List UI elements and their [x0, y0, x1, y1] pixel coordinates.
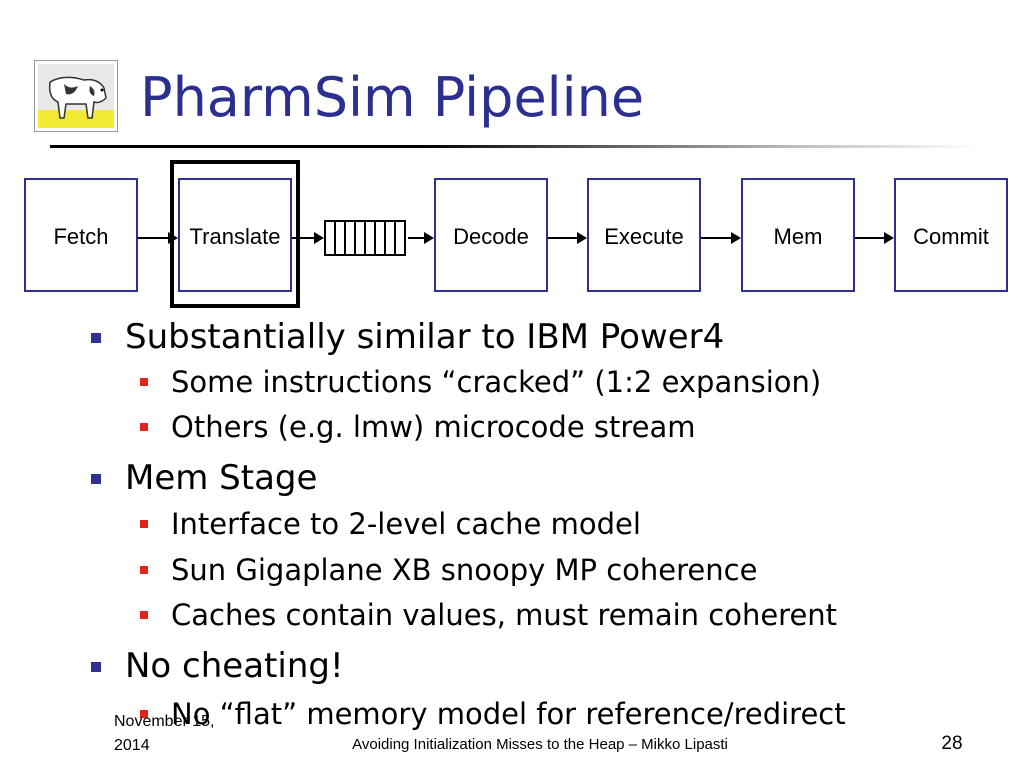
bullet-square-icon: [140, 611, 148, 619]
bullet-square-icon: [140, 520, 148, 528]
bullet-square-icon: [91, 333, 101, 343]
list-item: Sun Gigaplane XB snoopy MP coherence: [171, 553, 758, 587]
bullet-square-icon: [140, 378, 148, 386]
list-item: Mem Stage: [125, 458, 318, 498]
stage-label: Mem: [773, 224, 823, 249]
list-item: No “flat” memory model for reference/red…: [171, 697, 846, 731]
list-item: Caches contain values, must remain coher…: [171, 598, 838, 632]
bullet-square-icon: [91, 474, 101, 484]
list-item: Some instructions “cracked” (1:2 expansi…: [171, 365, 822, 399]
title-underline: [50, 145, 980, 148]
footer-title: Avoiding Initialization Misses to the He…: [352, 736, 728, 753]
page-number: 28: [941, 733, 963, 754]
page-title: PharmSim Pipeline: [140, 66, 645, 129]
stage-decode: Decode: [434, 178, 548, 292]
list-item: Interface to 2-level cache model: [171, 507, 641, 541]
bullet-square-icon: [91, 662, 101, 672]
bullet-square-icon: [140, 423, 148, 431]
instruction-queue-icon: [324, 220, 408, 256]
bullet-square-icon: [140, 566, 148, 574]
footer-date: November 15, 2014: [114, 713, 215, 754]
stage-label: Execute: [604, 224, 684, 249]
bullet-square-icon: [140, 710, 148, 718]
stage-commit: Commit: [894, 178, 1008, 292]
list-item: Others (e.g. lmw) microcode stream: [171, 410, 696, 444]
list-item: No cheating!: [125, 646, 344, 686]
stage-label: Translate: [189, 224, 281, 249]
stage-fetch: Fetch: [24, 178, 138, 292]
stage-translate: Translate: [178, 178, 292, 292]
stage-execute: Execute: [587, 178, 701, 292]
stage-mem: Mem: [741, 178, 855, 292]
stage-label: Fetch: [53, 224, 109, 249]
cow-logo-icon: [34, 60, 118, 132]
stage-label: Commit: [913, 224, 989, 249]
list-item: Substantially similar to IBM Power4: [125, 317, 725, 357]
stage-label: Decode: [453, 224, 529, 249]
